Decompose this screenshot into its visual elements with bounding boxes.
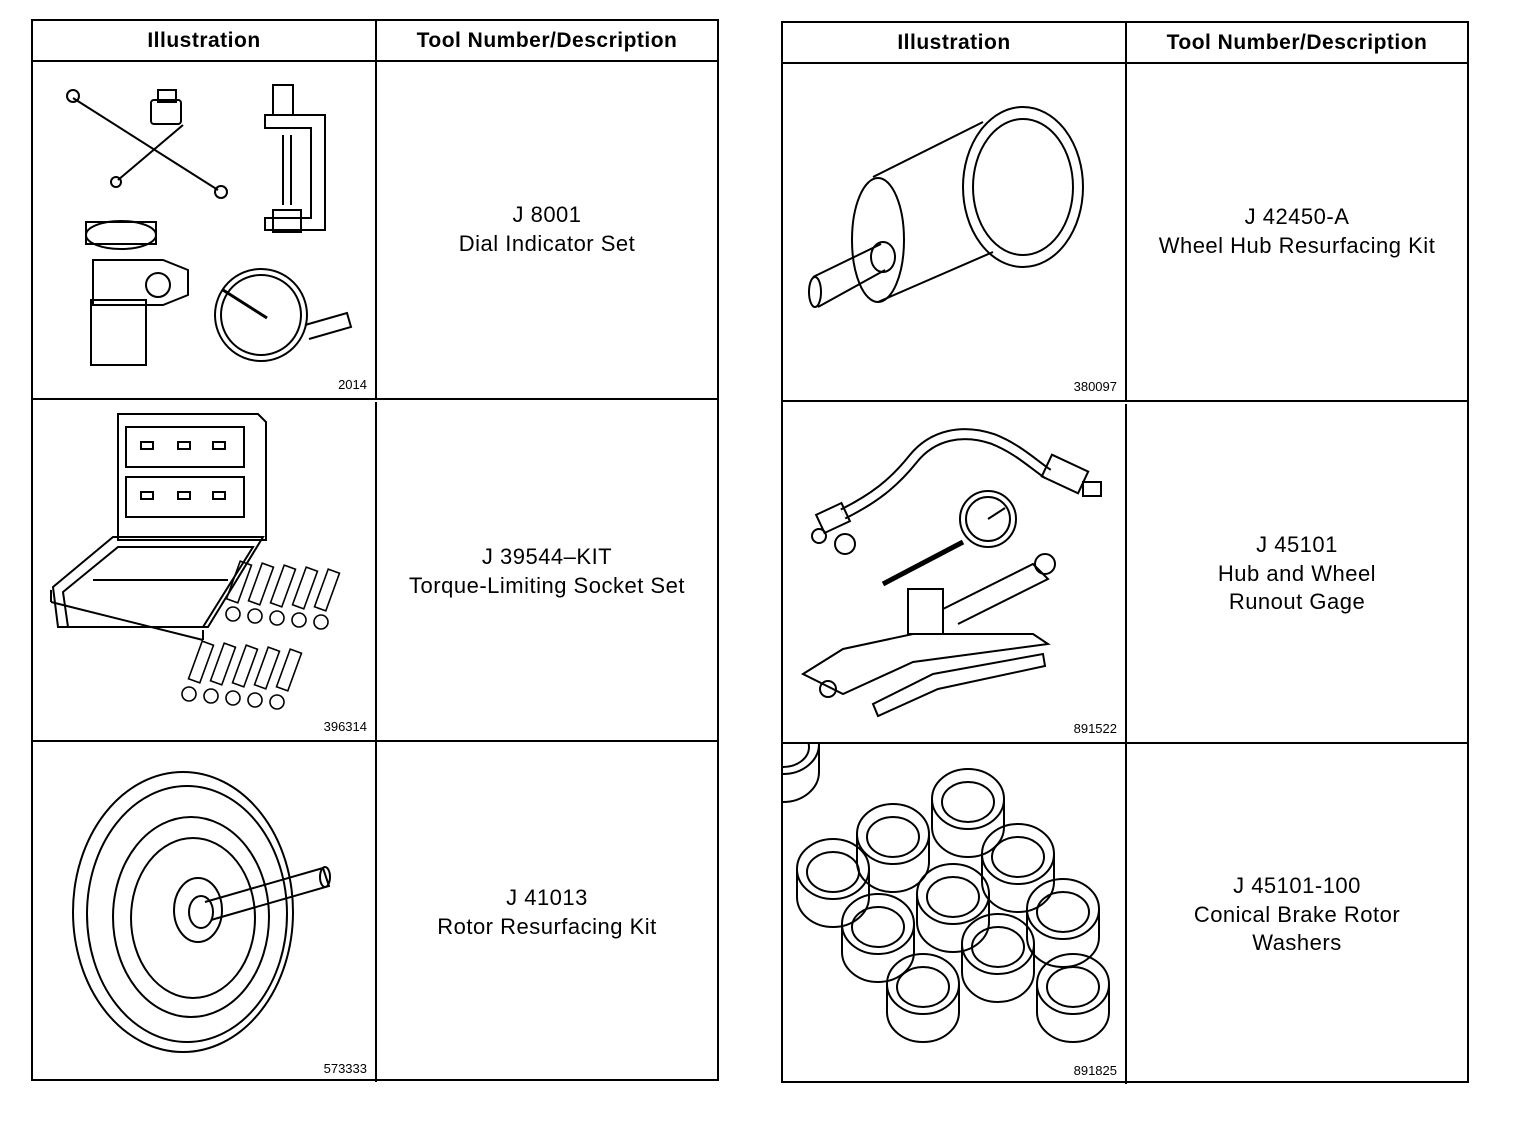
figure-number: 380097 <box>1073 379 1117 394</box>
illustration-cell: 2014 <box>33 60 377 398</box>
illustration-column-header: Illustration <box>33 21 377 60</box>
description-cell: J 45101 Hub and Wheel Runout Gage <box>1127 404 1467 742</box>
description-cell: J 42450-A Wheel Hub Resurfacing Kit <box>1127 62 1467 400</box>
tool-table-left: Illustration Tool Number/Description <box>31 19 719 1082</box>
illustration-cell: 891825 <box>783 744 1127 1084</box>
table-header: Illustration Tool Number/Description <box>33 21 717 62</box>
socket-set-case-icon <box>33 402 375 740</box>
description-cell: J 8001 Dial Indicator Set <box>377 60 717 398</box>
tool-number: J 45101 <box>1256 532 1338 557</box>
tool-number: J 39544–KIT <box>481 544 613 569</box>
tool-table-right: Illustration Tool Number/Description 380… <box>781 21 1469 1084</box>
illustration-column-header: Illustration <box>783 23 1127 62</box>
table-row: 891825 J 45101-100 Conical Brake Rotor W… <box>783 744 1467 1084</box>
tool-description: Torque-Limiting Socket Set <box>409 573 685 598</box>
tool-column-header: Tool Number/Description <box>1166 31 1428 54</box>
tool-description: Dial Indicator Set <box>458 231 636 256</box>
figure-number: 573333 <box>323 1061 367 1076</box>
tool-number: J 45101-100 <box>1233 873 1361 898</box>
table-header: Illustration Tool Number/Description <box>783 23 1467 64</box>
table-row: 396314 J 39544–KIT Torque-Limiting Socke… <box>33 402 717 742</box>
tool-description: Rotor Resurfacing Kit <box>437 914 657 939</box>
illustration-cell: 380097 <box>783 62 1127 400</box>
rotor-resurfacing-icon <box>33 742 375 1080</box>
illustration-cell: 891522 <box>783 404 1127 742</box>
description-cell: J 45101-100 Conical Brake Rotor Washers <box>1127 744 1467 1084</box>
illustration-cell: 573333 <box>33 742 377 1082</box>
figure-number: 891825 <box>1073 1063 1117 1078</box>
runout-gage-icon <box>783 404 1125 742</box>
tool-description: Hub and Wheel Runout Gage <box>1217 561 1377 614</box>
tool-description: Conical Brake Rotor Washers <box>1193 902 1401 955</box>
dial-indicator-set-icon <box>33 60 375 398</box>
table-row: 891522 J 45101 Hub and Wheel Runout Gage <box>783 404 1467 744</box>
tool-column-header: Tool Number/Description <box>416 29 678 52</box>
description-cell: J 39544–KIT Torque-Limiting Socket Set <box>377 402 717 740</box>
figure-number: 891522 <box>1073 721 1117 736</box>
tool-number: J 41013 <box>506 885 588 910</box>
hub-resurfacing-icon <box>783 62 1125 400</box>
rotor-washers-icon <box>783 744 1110 1043</box>
table-row: 573333 J 41013 Rotor Resurfacing Kit <box>33 742 717 1082</box>
illustration-cell: 396314 <box>33 402 377 740</box>
tool-number: J 42450-A <box>1244 204 1350 229</box>
tool-number: J 8001 <box>512 202 582 227</box>
figure-number: 2014 <box>338 377 367 392</box>
figure-number: 396314 <box>323 719 367 734</box>
tool-description: Wheel Hub Resurfacing Kit <box>1158 233 1436 258</box>
table-row: 2014 J 8001 Dial Indicator Set <box>33 60 717 400</box>
table-row: 380097 J 42450-A Wheel Hub Resurfacing K… <box>783 62 1467 402</box>
description-cell: J 41013 Rotor Resurfacing Kit <box>377 742 717 1082</box>
